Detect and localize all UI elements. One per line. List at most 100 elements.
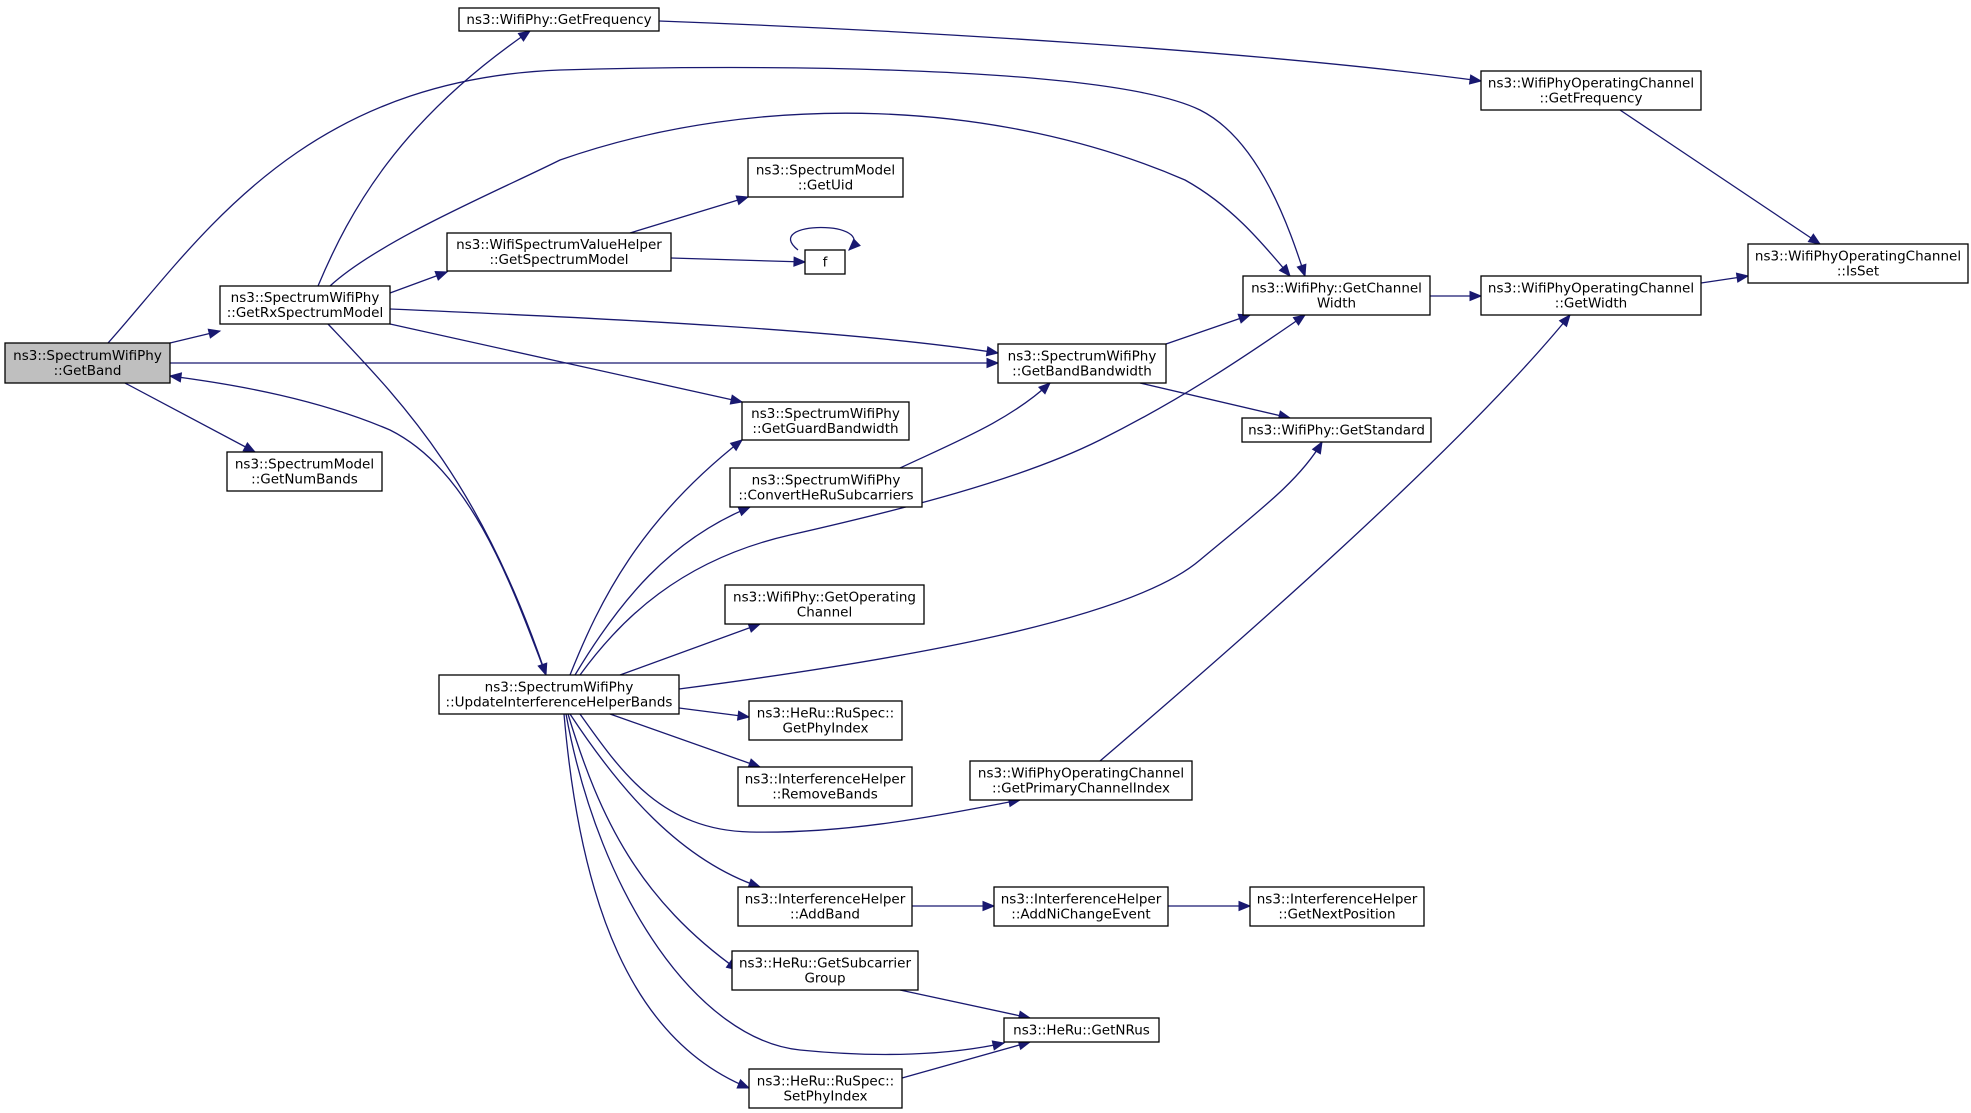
node-box: [747, 157, 904, 198]
node-opwidth[interactable]: ns3::WifiPhyOperatingChannel::GetWidth: [1480, 275, 1702, 316]
edge-update-to-subgroup: [567, 713, 739, 971]
node-label-line: ::GetBand: [54, 363, 122, 379]
arrowhead-wsvh-to-specgetuid: [735, 195, 750, 206]
node-specgetuid[interactable]: ns3::SpectrumModel::GetUid: [747, 157, 904, 198]
node-update[interactable]: ns3::SpectrumWifiPhy::UpdateInterference…: [438, 674, 680, 715]
arrowhead-update-to-getphyidx: [736, 710, 751, 721]
node-label-line: Width: [1317, 296, 1356, 312]
node-label-line: ns3::InterferenceHelper: [745, 772, 906, 788]
arrowhead-update-to-getopch: [747, 623, 762, 633]
node-addni[interactable]: ns3::InterferenceHelper::AddNiChangeEven…: [993, 886, 1169, 927]
node-opfreq[interactable]: ns3::WifiPhyOperatingChannel::GetFrequen…: [1480, 70, 1702, 111]
node-addband[interactable]: ns3::InterferenceHelper::AddBand: [737, 886, 913, 927]
node-f[interactable]: f: [804, 249, 846, 275]
node-label-line: ns3::InterferenceHelper: [1001, 892, 1162, 908]
node-wsvh[interactable]: ns3::WifiSpectrumValueHelper::GetSpectru…: [446, 232, 672, 272]
arrowhead-update-to-convert: [737, 506, 752, 517]
node-box: [1747, 243, 1969, 284]
arrowhead-update-to-getnrus: [991, 1040, 1006, 1051]
node-box: [1249, 886, 1425, 927]
node-guard[interactable]: ns3::SpectrumWifiPhy::GetGuardBandwidth: [741, 401, 910, 441]
node-label-line: ns3::WifiPhyOperatingChannel: [1755, 249, 1961, 265]
arrowhead-chwidth-to-opwidth: [1469, 290, 1483, 302]
node-label-line: Channel: [797, 605, 852, 621]
node-label-line: ns3::SpectrumWifiPhy: [1008, 349, 1157, 365]
node-box: [997, 343, 1167, 384]
node-label-line: ::GetSpectrumModel: [489, 252, 628, 268]
node-label-line: ns3::SpectrumWifiPhy: [751, 406, 900, 422]
edge-update-to-removebands: [609, 713, 761, 768]
edge-wsvh-to-specgetuid: [629, 196, 749, 234]
edge-update-to-chwidth: [579, 314, 1306, 676]
node-getnumbands[interactable]: ns3::SpectrumModel::GetNumBands: [226, 451, 383, 492]
node-label-line: ns3::SpectrumWifiPhy: [13, 348, 162, 364]
edge-update-to-guard: [569, 439, 743, 676]
node-getnrus[interactable]: ns3::HeRu::GetNRus: [1003, 1017, 1160, 1043]
node-label-line: ::RemoveBands: [772, 787, 878, 803]
node-label-line: f: [823, 255, 829, 271]
node-label-line: ns3::HeRu::RuSpec::: [757, 706, 894, 722]
edge-convert-to-bandbw: [899, 382, 1051, 469]
arrowhead-getrxspec-to-chwidth: [1278, 263, 1291, 278]
edge-getrxspec-to-bandbw: [389, 308, 999, 354]
node-box: [226, 451, 383, 492]
node-label-line: ::GetBandBandwidth: [1012, 364, 1152, 380]
node-removebands[interactable]: ns3::InterferenceHelper::RemoveBands: [737, 766, 913, 807]
node-label-line: ::GetRxSpectrumModel: [227, 305, 383, 321]
node-bandbw[interactable]: ns3::SpectrumWifiPhy::GetBandBandwidth: [997, 343, 1167, 384]
node-box: [804, 249, 846, 275]
node-label-line: ::AddNiChangeEvent: [1011, 907, 1150, 923]
node-getband[interactable]: ns3::SpectrumWifiPhy::GetBand: [4, 342, 171, 384]
node-box: [458, 7, 660, 32]
edge-getrxspec-to-update: [327, 323, 547, 676]
node-box: [1242, 275, 1431, 316]
node-label-line: ns3::SpectrumWifiPhy: [231, 290, 380, 306]
edge-update-to-convert: [574, 506, 751, 676]
edge-getrxspec-to-getfreq: [317, 30, 531, 287]
node-label-line: ns3::WifiPhy::GetFrequency: [466, 12, 651, 28]
node-getrxspec[interactable]: ns3::SpectrumWifiPhy::GetRxSpectrumModel: [219, 285, 391, 325]
node-box: [446, 232, 672, 272]
edge-opfreq-to-isset: [1619, 109, 1821, 245]
node-label-line: ns3::HeRu::GetNRus: [1013, 1023, 1150, 1039]
arrowhead-opwidth-to-isset: [1735, 272, 1750, 283]
node-label-line: ::GetNumBands: [251, 472, 358, 488]
edge-update-to-getnrus: [565, 713, 1005, 1056]
arrowhead-primidx-to-opwidth: [1558, 313, 1571, 328]
edge-update-to-addband: [569, 713, 761, 888]
node-getphyidx[interactable]: ns3::HeRu::RuSpec::GetPhyIndex: [748, 700, 903, 741]
node-box: [748, 1068, 903, 1109]
node-box: [731, 950, 919, 991]
edge-getband-to-getnumbands: [124, 382, 256, 453]
node-label-line: ns3::WifiPhyOperatingChannel: [1488, 76, 1694, 92]
node-label-line: ns3::WifiSpectrumValueHelper: [456, 237, 662, 253]
node-box: [4, 342, 171, 384]
node-nextpos[interactable]: ns3::InterferenceHelper::GetNextPosition: [1249, 886, 1425, 927]
node-getstd[interactable]: ns3::WifiPhy::GetStandard: [1241, 417, 1432, 443]
node-label-line: ns3::InterferenceHelper: [1257, 892, 1418, 908]
edge-f-to-f: [789, 226, 855, 251]
arrowhead-update-to-guard: [729, 439, 744, 452]
arrowhead-wsvh-to-f: [793, 256, 807, 267]
node-box: [993, 886, 1169, 927]
node-setphyidx[interactable]: ns3::HeRu::RuSpec::SetPhyIndex: [748, 1068, 903, 1109]
node-box: [1003, 1017, 1160, 1043]
edge-update-to-primidx: [579, 713, 1021, 833]
arrowhead-getband-to-bandbw: [986, 357, 1000, 369]
node-label-line: ns3::HeRu::GetSubcarrier: [739, 956, 912, 972]
node-box: [1480, 275, 1702, 316]
node-label-line: ns3::SpectrumModel: [756, 163, 895, 179]
arrowhead-getrxspec-to-wsvh: [434, 271, 449, 281]
edge-getrxspec-to-chwidth: [329, 112, 1291, 287]
edge-bandbw-to-getstd: [1139, 382, 1291, 419]
arrowhead-getrxspec-to-bandbw: [985, 346, 1000, 357]
node-primidx[interactable]: ns3::WifiPhyOperatingChannel::GetPrimary…: [969, 760, 1193, 801]
arrowhead-getfreq-to-opfreq: [1468, 74, 1483, 85]
edge-update-to-getphyidx: [678, 707, 750, 718]
node-isset[interactable]: ns3::WifiPhyOperatingChannel::IsSet: [1747, 243, 1969, 284]
node-convert[interactable]: ns3::SpectrumWifiPhy::ConvertHeRuSubcarr…: [729, 467, 923, 508]
node-getfreq[interactable]: ns3::WifiPhy::GetFrequency: [458, 7, 660, 32]
